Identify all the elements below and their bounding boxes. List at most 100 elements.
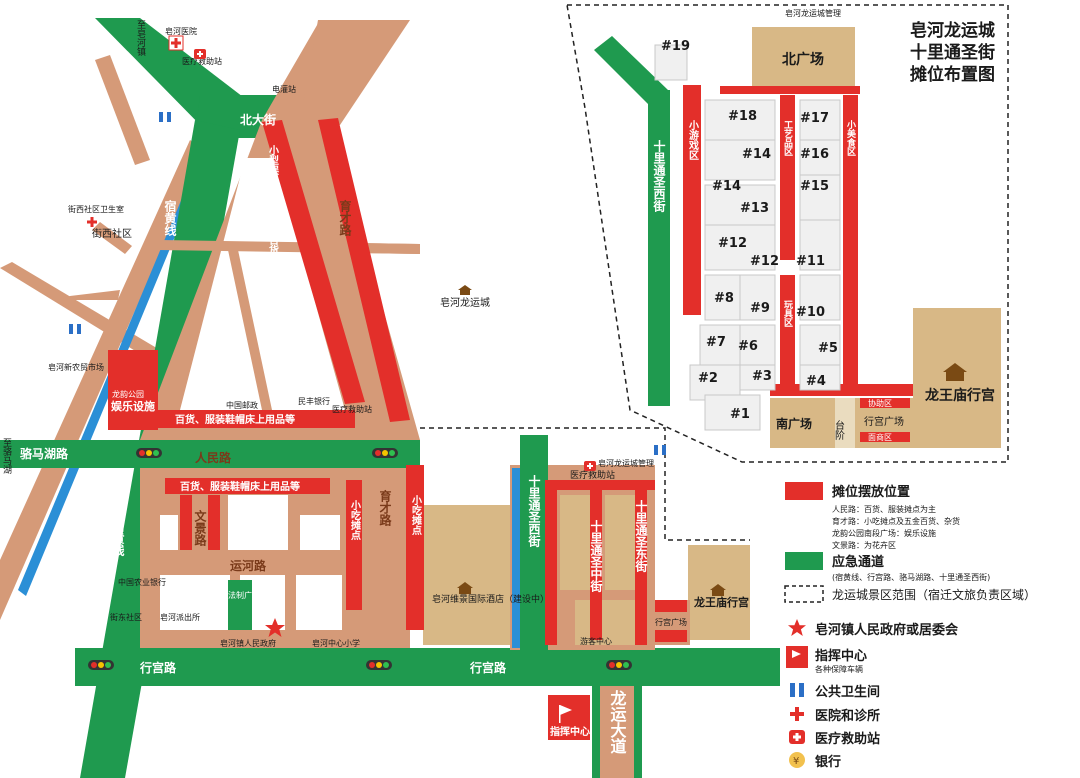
label-post: 中国邮政 <box>226 400 258 410</box>
legend-command-note: 各种保障车辆 <box>815 664 863 674</box>
road-xuhuang-left <box>0 140 205 620</box>
label-temple-lower: 龙王庙行宫 <box>693 595 749 609</box>
stall-label-toy: 玩具区 <box>782 300 794 327</box>
label-farmer-market: 皂河新农贸市场 <box>48 362 104 372</box>
scenic-boundary-upper <box>566 4 1009 463</box>
legend-swatch-stall <box>785 482 823 500</box>
booth-label: #12 <box>750 254 779 269</box>
label-jiehuang: 至皂河镇 <box>135 20 146 57</box>
title-line-1: 皂河龙运城 <box>910 20 995 41</box>
command-center-marker: 指挥中心 <box>548 695 590 740</box>
star-icon <box>265 618 285 637</box>
label-agri-bank: 中国农业银行 <box>118 577 166 587</box>
road-label-xuhuang: 宿黄线 <box>163 199 177 237</box>
flag-icon <box>559 705 572 723</box>
road-label-beida: 北大街 <box>240 112 276 127</box>
label-longyin-park: 龙韵公园 <box>112 389 144 399</box>
plaza-shili-3 <box>575 600 635 645</box>
booth-numbers: #19#18#17#16#15#14#14#13#12#12#11#10#9#8… <box>661 39 838 422</box>
place-labels: 皂河医院 医疗救助站 电灌站 街西社区卫生室 街西社区 皂河龙运城 皂河新农贸市… <box>48 8 841 648</box>
legend-emergency: 应急通道 <box>832 554 884 570</box>
label-youke: 游客中心 <box>580 636 612 646</box>
booth-label: #1 <box>730 407 750 422</box>
stall-label-yule: 娱乐设施 <box>111 399 155 413</box>
inner-road-a <box>228 250 272 410</box>
booth-label: #17 <box>800 111 829 126</box>
road-label-shilieast: 十里通圣东街 <box>634 499 648 573</box>
emergency-luomahu <box>0 440 420 468</box>
label-north-square: 北广场 <box>782 51 824 68</box>
road-label-luomahu: 骆马湖路 <box>20 446 69 461</box>
label-jiexi-health: 街西社区卫生室 <box>68 204 124 214</box>
label-jiexi: 街西社区 <box>92 227 132 240</box>
booth-label: #19 <box>661 39 690 54</box>
road-label-yunhe: 运河路 <box>230 558 267 573</box>
inset-emergency-vertical <box>648 90 670 406</box>
label-mian: 面商区 <box>868 432 892 442</box>
hotel-block <box>423 505 510 645</box>
legend-command: 指挥中心 <box>815 648 867 664</box>
label-longyuncheng: 皂河龙运城 <box>440 296 490 309</box>
booth-label: #15 <box>800 179 829 194</box>
label-jiewei: 至骆马湖 <box>1 438 12 475</box>
label-steps: 台阶 <box>833 419 845 441</box>
legend-stall-note3: 龙韵公园南段广场：娱乐设施 <box>832 528 936 538</box>
toilet-icon <box>69 324 81 334</box>
label-south-square: 南广场 <box>776 416 812 431</box>
temple-icon <box>457 582 473 594</box>
cross-icon <box>168 35 184 51</box>
stall-label-craft: 工艺品区 <box>782 120 793 156</box>
stall-labels: 百货、服装鞋帽床上用品等 百货、服装鞋帽床上用品等 娱乐设施 小型娱乐设施及五金… <box>111 119 857 541</box>
inner-block <box>180 158 345 410</box>
river-shili <box>512 468 520 648</box>
svg-text:¥: ¥ <box>793 756 799 767</box>
label-school: 皂河中心小学 <box>312 638 360 648</box>
legend-aid: 医疗救助站 <box>815 731 880 747</box>
label-substation: 电灌站 <box>272 84 296 94</box>
legend-gov: 皂河镇人民政府或居委会 <box>815 622 959 638</box>
stall-label-baihuo-top: 百货、服装鞋帽床上用品等 <box>175 413 295 426</box>
label-xinggong-square2: 行宫广场 <box>655 617 687 627</box>
legend-swatch-scenic <box>784 585 824 603</box>
label-clinic: 医疗救助站 <box>182 56 222 66</box>
inset-labels: 北广场 南广场 行宫广场 龙王庙行宫 台阶 协助区 面商区 <box>776 51 995 442</box>
legend-emergency-note: (宿黄线、行宫路、骆马湖路、十里通圣西街) <box>832 572 990 582</box>
cross-icon <box>790 707 804 721</box>
booth-label: #18 <box>728 109 757 124</box>
label-legal: 法制广场 <box>228 590 260 600</box>
booth-label: #2 <box>698 371 718 386</box>
label-xiezhu: 协助区 <box>868 398 892 408</box>
command-center-label: 指挥中心 <box>550 725 590 738</box>
label-parking-c: 皂河龙运城管理 <box>598 458 654 468</box>
traffic-lights <box>88 448 632 670</box>
steps-block <box>835 398 855 448</box>
booth-label: #4 <box>806 374 826 389</box>
booth-label: #13 <box>740 201 769 216</box>
road-label-xinggong: 行宫路 <box>139 660 177 675</box>
road-labels: 北大街 人民路 骆马湖路 行宫路 行宫路 运河路 <box>20 112 507 675</box>
legend-swatch-emergency <box>785 552 823 570</box>
label-hotel: 皂河维景国际酒店（建设中） <box>432 593 549 605</box>
booth-label: #9 <box>750 301 770 316</box>
road-label-wenjing: 文景路 <box>193 509 207 547</box>
booth-label: #16 <box>800 147 829 162</box>
stall-label-food: 小美食区 <box>845 119 857 156</box>
legend-stall: 摊位摆放位置 <box>832 484 910 500</box>
legend-stall-note2: 育才路：小吃摊点及五金百货、杂货 <box>832 516 960 526</box>
road-label-yucai-lower: 育才路 <box>378 489 392 527</box>
plaza-shili <box>560 495 592 590</box>
title-line-2: 十里通圣街 <box>910 42 995 63</box>
legend-scenic: 龙运城景区范围（宿迁文旅负责区域） <box>832 587 1036 602</box>
stall-strips <box>140 118 687 645</box>
booth-label: #12 <box>718 236 747 251</box>
toilet-icon <box>159 112 171 122</box>
scenic-boundary-lower <box>420 427 750 541</box>
inset-stalls <box>683 85 913 442</box>
vertical-place-labels: 至皂河镇 至骆马湖 <box>1 20 146 475</box>
label-temple-upper: 龙王庙行宫 <box>924 387 995 404</box>
booth-label: #10 <box>796 305 825 320</box>
traffic-light-icon <box>366 660 392 670</box>
booth-label: #7 <box>706 335 726 350</box>
legend-stall-note1: 人民路：百货、服装摊点为主 <box>832 504 936 514</box>
legend-stall-note4: 文景路：为花卉区 <box>832 540 896 550</box>
